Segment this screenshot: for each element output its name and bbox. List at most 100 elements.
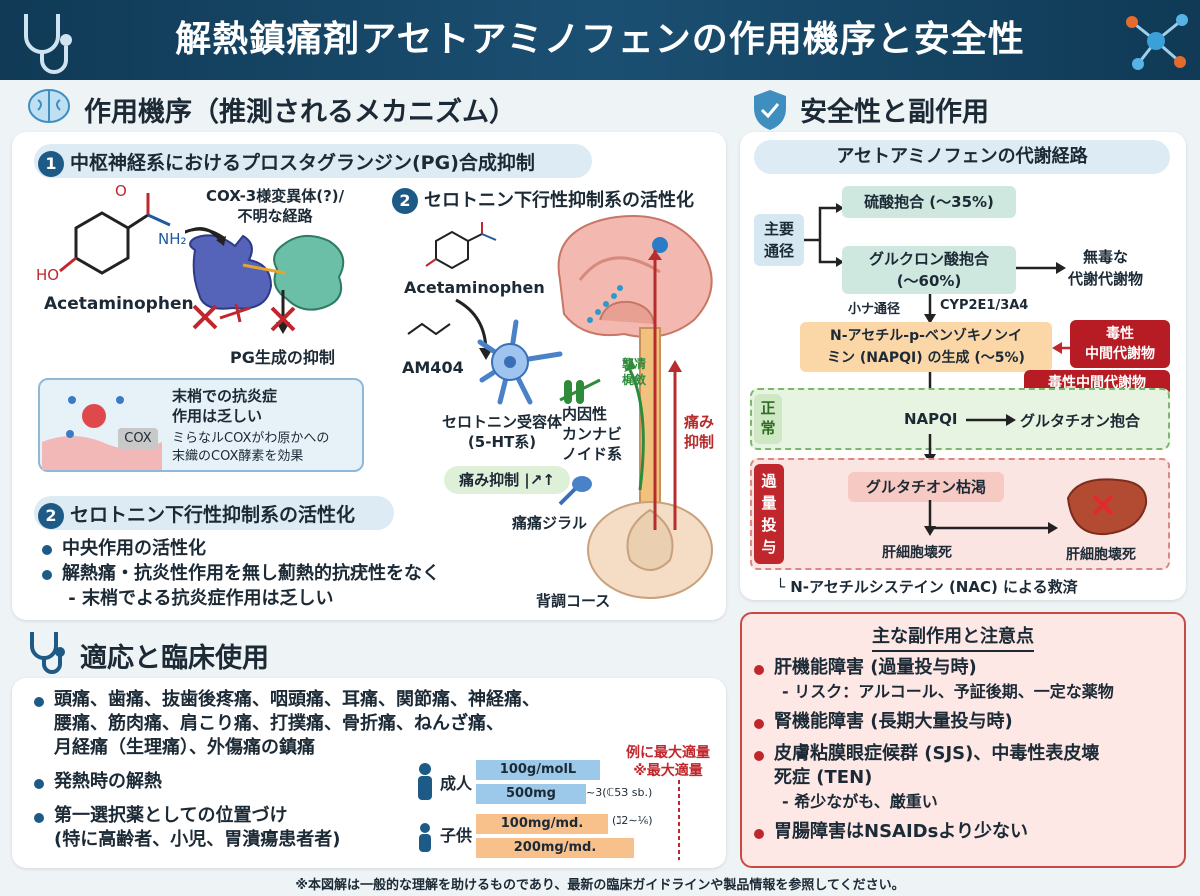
ho-label: HO <box>36 266 60 284</box>
step2b-pill <box>34 496 394 530</box>
spinal-cord-label: 背調コース <box>536 592 611 610</box>
cell-illustration <box>42 396 162 470</box>
nac-rescue-label: └ N-アセチルシステイン (NAC) による救済 <box>776 578 1078 596</box>
drug-label-2: Acetaminophen <box>404 278 545 297</box>
step2-title: セロトニン下行性抑制系の活性化 <box>424 190 694 211</box>
cox-tag: COX <box>118 428 158 450</box>
acetaminophen-structure <box>59 193 171 275</box>
step1-title: 中枢神経系におけるプロスタグランジン(PG)合成抑制 <box>70 152 535 174</box>
cannabinoid-label: 内因性 カンナビ ノイド系 <box>562 405 623 463</box>
acetaminophen-structure-small <box>425 222 497 270</box>
dose-bar: 200mg/md. <box>476 838 634 858</box>
toxic-metabolite-badge: 毒性 中間代謝物 <box>1070 320 1170 368</box>
footer-note: ※本図解は一般的な理解を助けるものであり、最新の臨床ガイドラインや製品情報を参照… <box>295 878 905 893</box>
branch-arrows <box>804 203 844 267</box>
am404-label: AM404 <box>402 358 464 377</box>
mechanism-bullet: 中央作用の活性化 <box>38 536 440 561</box>
max-dose-note: 例に最大適量 ※最大適量 <box>626 745 710 779</box>
stethoscope-icon <box>30 632 65 674</box>
mechanism-title: 作用機序（推測されるメカニズム） <box>84 97 516 128</box>
napqi-label: NAPQI <box>904 410 958 428</box>
adult-dose-note: ~3(ℂ5З sb.) <box>586 786 653 799</box>
am404-structure <box>407 322 451 336</box>
mechanism-bullet: 解熱痛・抗炎性作用を無し薊熱的抗疣性をなく - 末梢でよる抗炎症作用は乏しい <box>38 561 440 611</box>
downward-arrow-icon <box>270 290 296 334</box>
inset-text: 末梢での抗炎症 作用は乏しい <box>172 387 278 425</box>
side-effects-list: 肝機能障害 (過量投与時)- リスク：アルコール、予証後期、一定な薬物 腎機能障… <box>750 656 1114 844</box>
nontoxic-label: 無毒な 代謝代謝物 <box>1068 248 1144 288</box>
oxygen-label: O <box>115 182 127 200</box>
side-effects-panel <box>740 612 1186 868</box>
cox-enzyme-illustration <box>185 227 345 311</box>
page-title: 解熱鎮痛剤アセトアミノフェンの作用機序と安全性 <box>175 19 1025 60</box>
arrow-right-icon <box>966 414 1016 426</box>
adult-figure-icon <box>418 763 432 800</box>
brain-icon <box>28 88 70 123</box>
vesicle-dots <box>587 285 623 323</box>
side-effect-item: 胃腸障害はNSAIDsより少ない <box>750 820 1114 844</box>
pain-control-label: 痛み 抑制 <box>684 413 715 451</box>
necrosis-label: 肝細胞壊死 <box>882 545 952 561</box>
safety-title: 安全性と副作用 <box>800 97 989 128</box>
cyp-label: CYP2E1/3A4 <box>940 298 1029 313</box>
indication-item: 発熱時の解熱 <box>30 770 540 794</box>
nh2-label: NH₂ <box>158 230 187 248</box>
minor-route-label: 小ナ通径 <box>848 302 901 317</box>
arrow-right-icon <box>1016 262 1066 274</box>
pg-suppression-label: PG生成の抑制 <box>230 348 335 367</box>
indication-title: 適応と臨床使用 <box>80 643 269 674</box>
side-effect-item: 皮膚粘膜眼症候群 (SJS)、中毒性表皮壊 死症 (TEN)- 希少ながも、厳重… <box>750 742 1114 814</box>
overdose-label: 過 量 投 与 <box>754 464 784 564</box>
arrow-down-icon <box>924 294 936 324</box>
stethoscope-icon <box>24 14 72 74</box>
receptor-label: セロトニン受容体 (5-HT系) <box>442 413 563 451</box>
child-figure-icon <box>419 823 431 852</box>
side-effects-title: 主な副作用と注意点 <box>872 622 1034 652</box>
inset-subtext: ミらなルCOXがわ原かへの 末織のCOX酵素を効果 <box>172 431 330 464</box>
normal-label: 正 常 <box>754 394 782 444</box>
arrow-left-icon <box>1052 342 1070 354</box>
receptor-icon <box>564 380 584 404</box>
curved-arrow-icon <box>191 227 226 246</box>
liver-icon <box>1066 478 1148 536</box>
glucuronide-box: グルクロン酸抱合 (～60%) <box>842 246 1016 294</box>
mechanism-bullets: 中央作用の活性化 解熱痛・抗炎性作用を無し薊熱的抗疣性をなく - 末梢でよる抗炎… <box>38 536 440 611</box>
header-bar <box>0 0 1200 80</box>
cox-label: COX-3様変異体(?)/ 不明な経路 <box>206 187 345 225</box>
indication-panel <box>12 678 726 868</box>
pain-signal-label: 痛痛ジラル <box>512 514 588 532</box>
indication-item: 頭痛、歯痛、抜歯後疼痛、咽頭痛、耳痛、関節痛、神経痛、 腰痛、筋肉痛、肩こり痛、… <box>30 688 540 760</box>
shield-icon <box>754 90 786 130</box>
step1-pill <box>34 144 592 178</box>
indication-item: 第一選択薬としての位置づけ (特に高齢者、小児、胃潰瘍患者者) <box>30 804 540 852</box>
brain-spine-illustration <box>557 215 713 599</box>
sulfate-box: 硫酸抱合 (～35%) <box>842 186 1016 218</box>
dose-bar: 500mg <box>476 784 586 804</box>
ascending-red-arrow <box>668 360 682 530</box>
dose-chart: 100g/molL 500mg 100mg/md. 200mg/md. <box>476 760 696 860</box>
step2b-title: セロトニン下行性抑制系の活性化 <box>70 504 356 526</box>
glutathione-conjugation-label: グルタチオン抱合 <box>1020 412 1141 430</box>
normal-zone <box>750 388 1170 450</box>
liver-necrosis-label: 肝細胞壊死 <box>1066 547 1136 563</box>
main-route-label: 主要 通径 <box>754 214 804 266</box>
pain-receptor-icon <box>558 476 592 506</box>
pathway-title: アセトアミノフェンの代謝経路 <box>754 140 1170 174</box>
neuron-illustration <box>477 319 563 405</box>
molecule-icon <box>1126 14 1188 70</box>
child-label: 子供 <box>440 826 473 845</box>
max-dose-line <box>678 780 680 860</box>
adult-label: 成人 <box>440 774 473 793</box>
depletion-arrows <box>924 500 1058 536</box>
glutathione-depletion-box: グルタチオン枯渇 <box>848 472 1004 502</box>
descending-red-arrow <box>648 250 662 530</box>
side-effect-item: 腎機能障害 (長期大量投与時) <box>750 710 1114 734</box>
drug-label: Acetaminophen <box>44 294 194 314</box>
inhibition-x-icon <box>192 303 251 330</box>
child-dose-note: (ℷ2∼⅙) <box>612 814 653 827</box>
dose-bar: 100g/molL <box>476 760 600 780</box>
dose-bar: 100mg/md. <box>476 814 608 834</box>
